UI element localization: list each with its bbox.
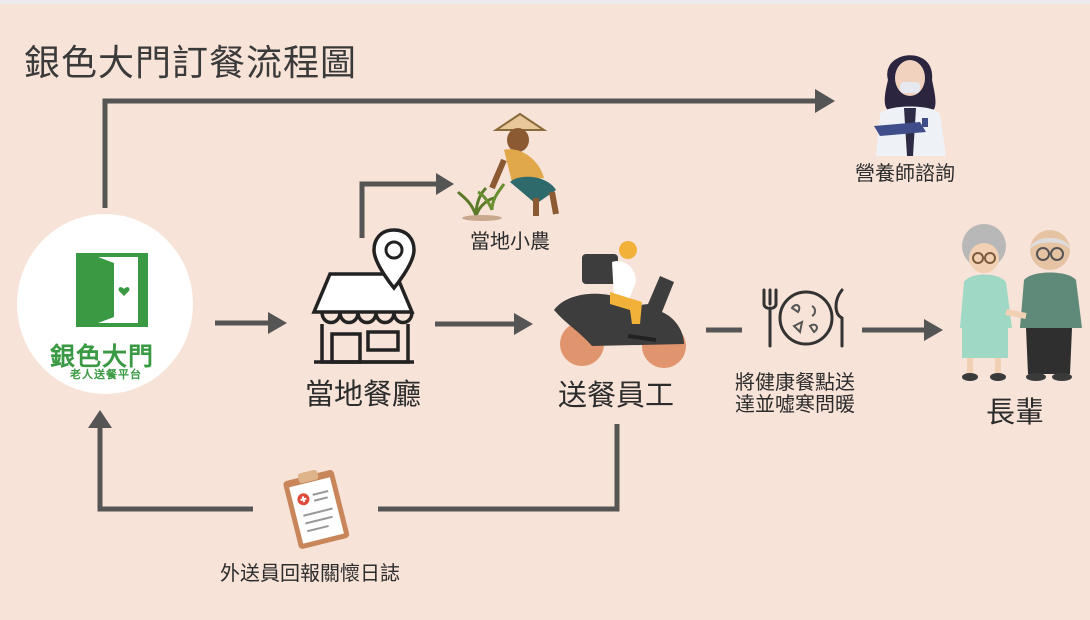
arrowhead-restaurant — [268, 312, 287, 334]
nutritionist-icon — [874, 55, 946, 156]
elders-label: 長輩 — [986, 395, 1045, 429]
page-title: 銀色大門訂餐流程圖 — [24, 43, 358, 84]
arrow-to-nutritionist — [102, 98, 815, 208]
restaurant-icon — [311, 228, 416, 364]
arrowhead-farmer — [436, 173, 454, 195]
arrowhead-logo — [88, 410, 112, 428]
door-logo-icon — [76, 253, 148, 327]
care-log-clipboard-icon — [283, 469, 350, 549]
arrow-to-farmer — [359, 181, 438, 238]
return-line-courier-to-log — [378, 424, 620, 512]
arrow-log-to-logo — [97, 425, 253, 512]
nutritionist-label: 營養師諮詢 — [855, 161, 955, 185]
restaurant-label: 當地餐廳 — [305, 377, 422, 411]
farmer-label: 當地小農 — [470, 229, 550, 253]
delivery-note-line-2: 達並噓寒問暖 — [735, 392, 855, 416]
logo-tagline: 老人送餐平台 — [70, 368, 142, 381]
care-log-label: 外送員回報關懷日誌 — [220, 561, 400, 585]
meal-plate-icon — [762, 288, 844, 348]
arrowhead-elders — [924, 319, 943, 341]
courier-icon — [554, 241, 686, 368]
farmer-icon — [456, 112, 559, 221]
courier-label: 送餐員工 — [558, 378, 675, 412]
delivery-note: 將健康餐點送 達並噓寒問暖 — [735, 371, 855, 415]
delivery-note-line-1: 將健康餐點送 — [735, 370, 855, 394]
arrowhead-courier — [514, 313, 533, 335]
elders-icon — [960, 224, 1082, 381]
arrowhead-nutritionist — [815, 89, 835, 113]
top-border — [0, 0, 1090, 4]
logo-name: 銀色大門 — [50, 342, 155, 371]
